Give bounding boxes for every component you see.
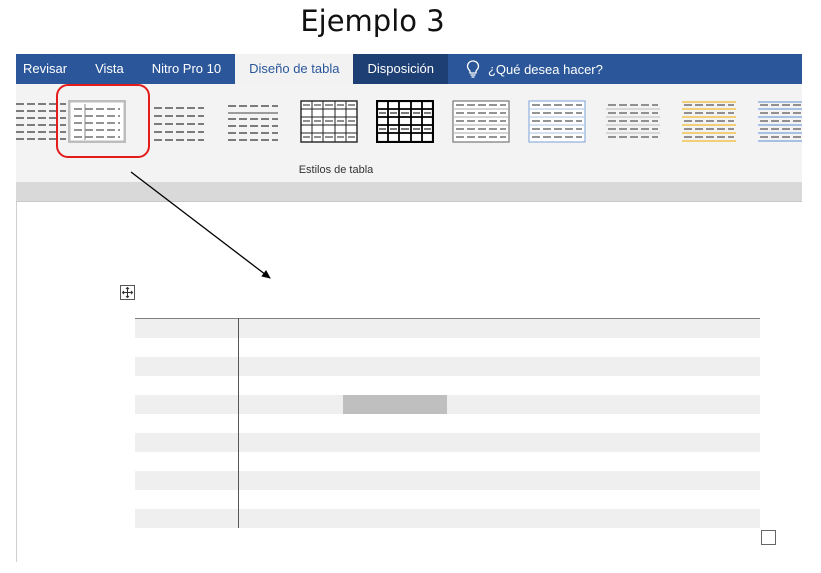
table-top-border — [135, 318, 760, 319]
document-page[interactable] — [16, 202, 803, 562]
move-icon — [121, 286, 134, 299]
table-style-light-grid-header[interactable] — [68, 100, 126, 143]
selected-style-highlight — [56, 84, 150, 158]
tab-disposicion[interactable]: Disposición — [353, 54, 448, 84]
table-column-divider — [238, 318, 239, 528]
table-style-grid-gray[interactable] — [452, 100, 510, 143]
tab-nitro-pro[interactable]: Nitro Pro 10 — [151, 61, 222, 76]
table-row[interactable] — [135, 490, 760, 509]
table-row[interactable] — [135, 338, 760, 357]
table-row[interactable] — [135, 509, 760, 528]
table-row[interactable] — [135, 433, 760, 452]
table-row[interactable] — [135, 395, 760, 414]
table-style-dashes-blue[interactable] — [756, 100, 802, 143]
tell-me-search[interactable]: ¿Qué desea hacer? — [448, 60, 603, 78]
page-title: Ejemplo 3 — [300, 4, 445, 38]
table-style-dashes-gold[interactable] — [680, 100, 738, 143]
table-style-header-line[interactable] — [224, 100, 282, 143]
document-table[interactable] — [135, 318, 760, 528]
table-move-handle[interactable] — [120, 285, 135, 300]
tab-vista[interactable]: Vista — [95, 61, 124, 76]
ribbon-body: Estilos de tabla — [16, 84, 802, 183]
table-row[interactable] — [135, 452, 760, 471]
table-style-grid[interactable] — [300, 100, 358, 143]
table-style-plain-lines[interactable] — [16, 100, 70, 143]
tell-me-label: ¿Qué desea hacer? — [487, 61, 603, 77]
tab-diseno-de-tabla[interactable]: Diseño de tabla — [235, 54, 354, 84]
table-style-grid-blue[interactable] — [528, 100, 586, 143]
table-resize-handle[interactable] — [761, 530, 776, 545]
table-row[interactable] — [135, 471, 760, 490]
table-style-plain-dashes[interactable] — [150, 100, 208, 143]
tab-revisar[interactable]: Revisar — [23, 61, 68, 76]
table-styles-gallery — [16, 84, 802, 154]
table-styles-group-label: Estilos de tabla — [298, 164, 374, 176]
table-row[interactable] — [135, 319, 760, 338]
ruler-bar — [16, 182, 802, 202]
table-row[interactable] — [135, 357, 760, 376]
table-style-dashes-gray[interactable] — [604, 100, 662, 143]
ribbon-tab-bar: Revisar Vista Nitro Pro 10 Diseño de tab… — [16, 54, 802, 84]
selected-cell[interactable] — [343, 395, 447, 414]
table-row[interactable] — [135, 376, 760, 395]
table-row[interactable] — [135, 414, 760, 433]
lightbulb-icon — [466, 60, 480, 78]
table-style-grid-dark[interactable] — [376, 100, 434, 143]
